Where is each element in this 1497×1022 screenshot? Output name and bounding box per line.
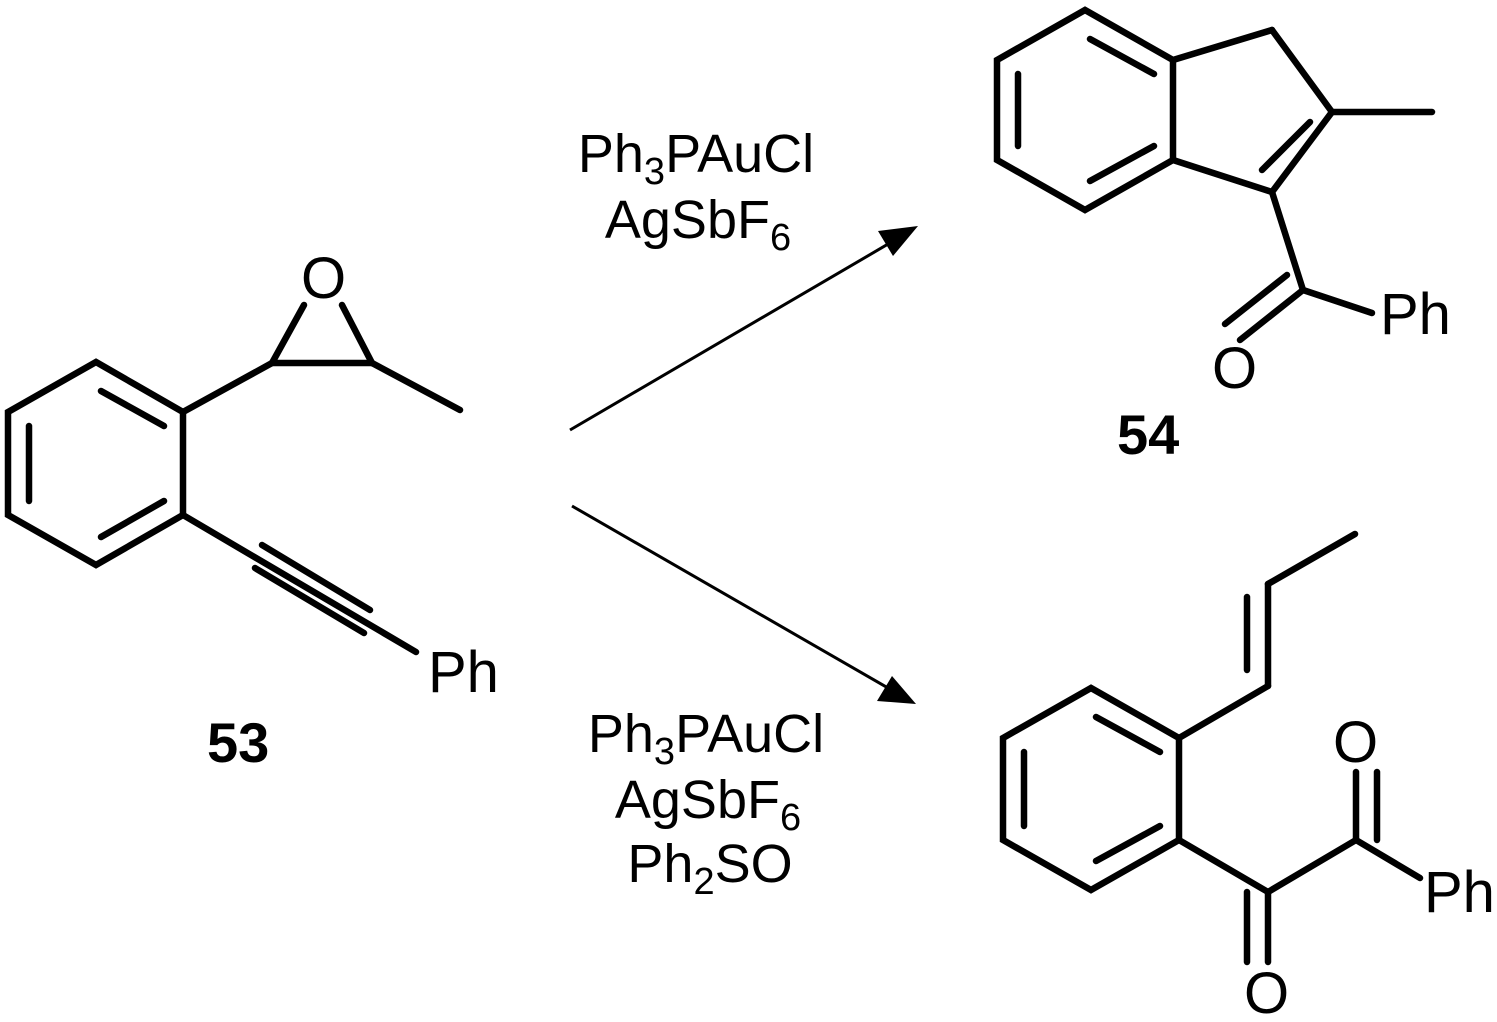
cyclopentene-ring bbox=[1169, 26, 1436, 196]
ketone-oxygen-bottom-label: O bbox=[1244, 961, 1289, 1022]
reagent-silver-salt: AgSbF6 bbox=[615, 770, 801, 839]
upper-reaction-arrow bbox=[569, 226, 918, 432]
propenyl-group bbox=[1175, 530, 1359, 742]
phenyl-label: Ph bbox=[1424, 860, 1495, 925]
benzene-ring bbox=[4, 358, 187, 569]
benzoyl-group bbox=[1221, 188, 1376, 344]
epoxide-oxygen-label: O bbox=[301, 246, 346, 311]
reagent-silver-salt: AgSbF6 bbox=[605, 190, 791, 259]
compound-label-54: 54 bbox=[1117, 403, 1179, 466]
starting-material-53: O Ph 53 bbox=[4, 246, 499, 774]
reagent-gold-catalyst: Ph3PAuCl bbox=[578, 124, 814, 193]
compound-label-53: 53 bbox=[207, 711, 269, 774]
carbonyl-oxygen-label: O bbox=[1212, 336, 1257, 401]
ketone-oxygen-top-label: O bbox=[1333, 710, 1378, 775]
indene-benzene-ring bbox=[993, 6, 1177, 214]
lower-product: O O Ph bbox=[999, 530, 1495, 1022]
phenyl-label: Ph bbox=[428, 640, 499, 705]
upper-reagents: Ph3PAuCl AgSbF6 bbox=[578, 124, 814, 259]
reagent-diphenyl-sulfoxide: Ph2SO bbox=[627, 834, 792, 903]
lower-reaction-arrow bbox=[571, 504, 916, 704]
reagent-gold-catalyst: Ph3PAuCl bbox=[588, 704, 824, 773]
phenyl-label: Ph bbox=[1380, 282, 1451, 347]
diketone-group bbox=[1175, 768, 1424, 966]
alkyne bbox=[179, 511, 420, 656]
upper-product-54: O Ph 54 bbox=[993, 6, 1451, 466]
benzene-ring bbox=[999, 684, 1183, 894]
lower-reagents: Ph3PAuCl AgSbF6 Ph2SO bbox=[588, 704, 824, 903]
epoxide-ring bbox=[179, 301, 464, 416]
